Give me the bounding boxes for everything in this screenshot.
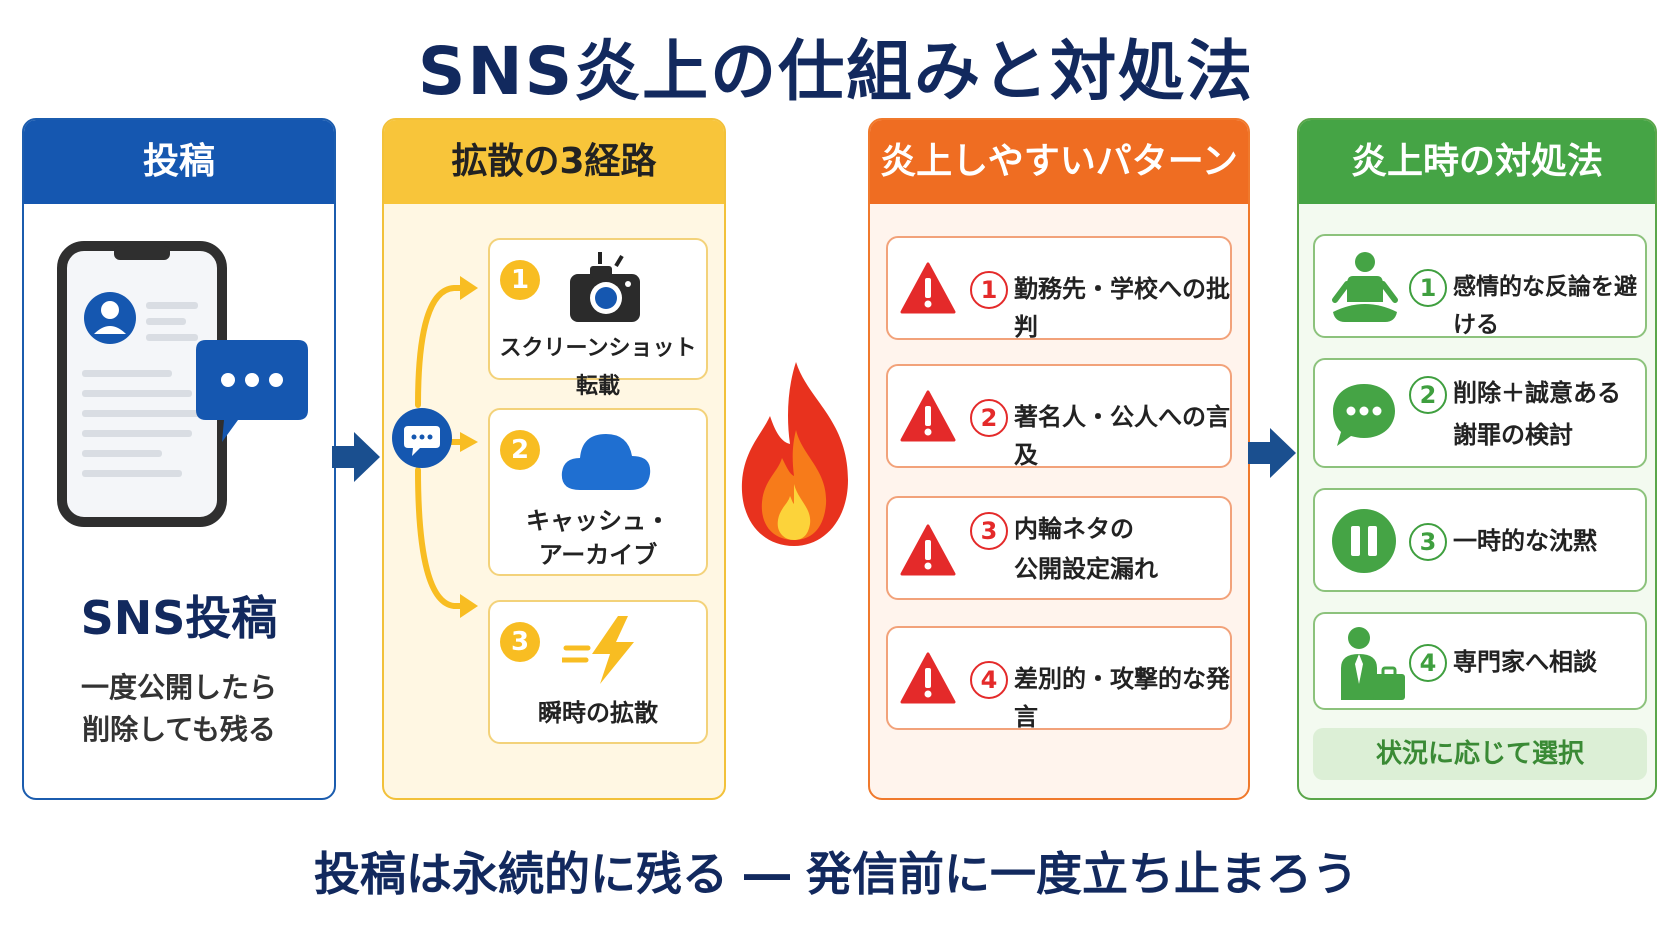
pattern-label-3-line1: 内輪ネタの [1014, 515, 1134, 543]
response-note: 状況に応じて選択 [1313, 728, 1647, 780]
routes-panel: 拡散の3経路 1 スクリーンショット転載 2 キャッシュ・ [382, 118, 726, 800]
post-panel-header: 投稿 [24, 120, 334, 204]
response-card-4: 4 専門家へ相談 [1313, 612, 1647, 710]
response-label-3: 一時的な沈黙 [1453, 527, 1597, 555]
response-number-1: 1 [1409, 269, 1447, 307]
branch-arrows [415, 276, 478, 618]
chat-bubble-icon [196, 340, 308, 442]
route-number-3: 3 [500, 622, 540, 662]
warning-icon [900, 262, 956, 314]
response-number-3: 3 [1409, 523, 1447, 561]
routes-panel-header: 拡散の3経路 [384, 120, 724, 204]
response-card-3: 3 一時的な沈黙 [1313, 488, 1647, 592]
meditation-icon [1332, 252, 1398, 322]
arrow-right-icon [332, 432, 380, 482]
response-label-1: 感情的な反論を避ける [1453, 274, 1637, 338]
pattern-label-4: 差別的・攻撃的な発言 [1014, 665, 1230, 731]
pattern-number-1: 1 [970, 271, 1008, 309]
post-desc-line2: 削除しても残る [82, 713, 276, 746]
pattern-label-2: 著名人・公人への言及 [1014, 403, 1230, 469]
response-card-2: 2 削除＋誠意ある 謝罪の検討 [1313, 358, 1647, 468]
consultant-icon [1341, 627, 1405, 700]
route-label-2-line2: アーカイブ [538, 541, 658, 569]
pattern-label-1: 勤務先・学校への批判 [1014, 275, 1230, 341]
warning-icon [900, 524, 956, 576]
patterns-panel: 炎上しやすいパターン 1 勤務先・学校への批判 2 著名人・公人への言及 3 内… [868, 118, 1250, 800]
post-label: SNS投稿 [80, 591, 278, 645]
pause-icon [1332, 509, 1396, 573]
pattern-number-3: 3 [970, 512, 1008, 550]
pattern-card-4: 4 差別的・攻撃的な発言 [886, 626, 1232, 731]
pattern-number-2: 2 [970, 399, 1008, 437]
pattern-label-3-line2: 公開設定漏れ [1014, 555, 1158, 583]
route-card-1: 1 スクリーンショット転載 [488, 238, 708, 399]
responses-panel: 炎上時の対処法 1 感情的な反論を避ける 2 削除＋誠意ある 謝罪の検討 3 一 [1297, 118, 1657, 800]
flame-icon [741, 362, 848, 546]
responses-panel-header: 炎上時の対処法 [1299, 120, 1655, 204]
pattern-card-3: 3 内輪ネタの 公開設定漏れ [886, 496, 1232, 600]
response-label-2-line1: 削除＋誠意ある [1453, 379, 1621, 407]
pattern-card-2: 2 著名人・公人への言及 [886, 364, 1232, 469]
post-panel: 投稿 SNS投稿 一度公開したら 削除しても残る [22, 118, 336, 800]
route-number-1: 1 [500, 260, 540, 300]
response-label-2-line2: 謝罪の検討 [1453, 421, 1573, 449]
route-label-3: 瞬時の拡散 [538, 699, 658, 727]
route-card-3: 3 瞬時の拡散 [488, 600, 708, 744]
page-title: SNS炎上の仕組みと対処法 [417, 33, 1255, 110]
footer-message: 投稿は永続的に残る ― 発信前に一度立ち止まろう [313, 847, 1359, 901]
response-card-1: 1 感情的な反論を避ける [1313, 234, 1647, 338]
pattern-card-1: 1 勤務先・学校への批判 [886, 236, 1232, 341]
chat-hub-icon [392, 408, 452, 468]
lightning-icon [562, 616, 634, 684]
pattern-number-4: 4 [970, 661, 1008, 699]
cloud-icon [561, 434, 651, 490]
warning-icon [900, 390, 956, 442]
camera-icon [570, 252, 640, 322]
route-number-2: 2 [500, 430, 540, 470]
post-desc-line1: 一度公開したら [80, 671, 277, 704]
route-label-1: スクリーンショット転載 [499, 336, 697, 399]
response-number-2: 2 [1409, 376, 1447, 414]
route-label-2-line1: キャッシュ・ [526, 507, 670, 535]
response-number-4: 4 [1409, 644, 1447, 682]
response-label-4: 専門家へ相談 [1453, 648, 1597, 676]
patterns-panel-header: 炎上しやすいパターン [870, 120, 1248, 204]
warning-icon [900, 652, 956, 704]
route-card-2: 2 キャッシュ・ アーカイブ [488, 408, 708, 576]
chat-bubble-icon [1333, 384, 1395, 446]
arrow-right-icon [1248, 428, 1296, 478]
